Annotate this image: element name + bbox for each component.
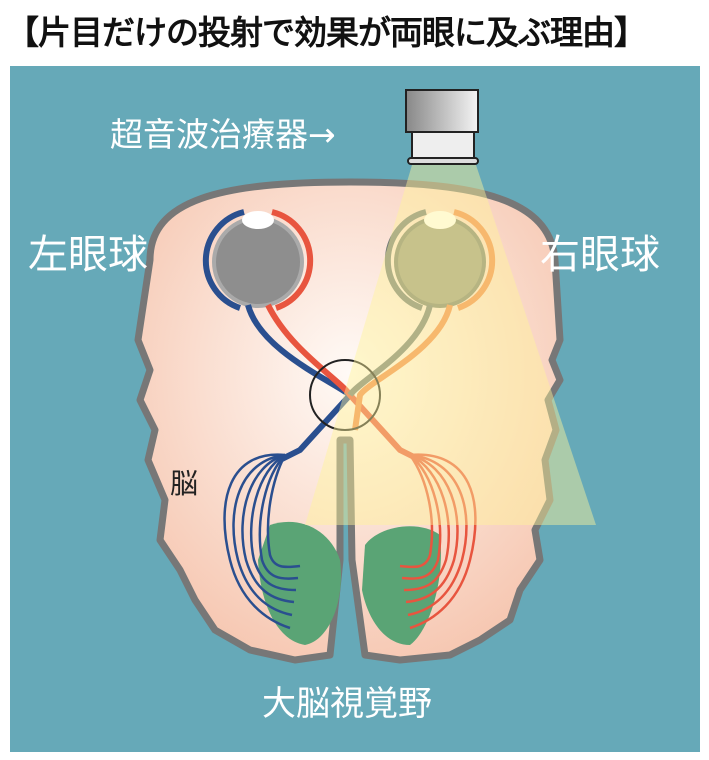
optic-chiasm-circle: [309, 359, 381, 431]
left-eye-label: 左眼球: [28, 232, 148, 278]
right-eye-label: 右眼球: [540, 232, 660, 278]
page-title: 【片目だけの投射で効果が両眼に及ぶ理由】: [6, 13, 647, 52]
brain-label: 脳: [170, 467, 199, 500]
right-eyeball: [384, 209, 496, 311]
visual-cortex-label: 大脳視覚野: [262, 684, 432, 724]
device-label: 超音波治療器→: [110, 115, 336, 154]
left-visual-cortex: [258, 521, 341, 645]
right-visual-cortex: [362, 526, 441, 645]
ultrasound-device-icon: [405, 89, 479, 165]
right-gray-nerve: [347, 304, 433, 397]
ultrasound-beam: [305, 165, 596, 525]
right-optic-radiation: [399, 453, 477, 630]
left-optic-radiation: [223, 453, 301, 630]
left-eyeball: [202, 209, 314, 311]
right-orange-nerve: [352, 304, 453, 431]
